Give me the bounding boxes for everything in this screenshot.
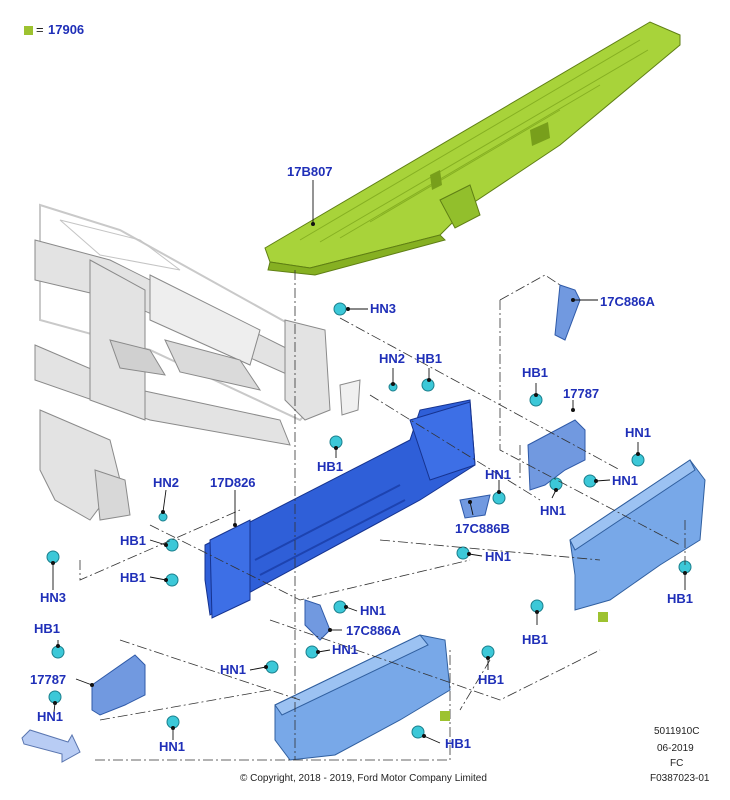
reinforcement-17D826	[204, 399, 476, 619]
step-pad-17B807	[264, 21, 681, 276]
label-hn1-center: HN1	[485, 467, 512, 482]
label-hb1-far-right: HB1	[522, 632, 549, 647]
label-17C886B: 17C886B	[455, 521, 510, 536]
footer-suffix: FC	[670, 758, 684, 769]
label-17B807: 17B807	[287, 164, 333, 179]
legend-equals: =	[36, 22, 44, 37]
label-hb1-bottom: HB1	[445, 736, 472, 751]
legend-part-number: 17906	[48, 22, 85, 37]
footer-code: 5011910C	[654, 726, 700, 737]
leader-dots	[51, 222, 687, 738]
label-17C886A-low: 17C886A	[346, 623, 401, 638]
label-hn1-right-c: HN1	[540, 503, 567, 518]
label-17787-left: 17787	[30, 672, 67, 687]
legend-swatch-icon	[24, 26, 33, 35]
label-17C886A-top: 17C886A	[600, 294, 655, 309]
bumper-left	[274, 634, 451, 761]
label-hn2-left: HN2	[153, 475, 180, 490]
front-arrow-icon	[21, 729, 81, 763]
marker-square-icon	[598, 612, 608, 622]
label-hn1-left-low: HN1	[220, 662, 247, 677]
label-hb1-bottom-left: HB1	[34, 621, 61, 636]
label-17787-right: 17787	[563, 386, 600, 401]
label-hn3-top: HN3	[370, 301, 397, 316]
label-hn2-mid: HN2	[379, 351, 406, 366]
label-hb1-right-low: HB1	[667, 591, 694, 606]
brackets	[91, 284, 586, 716]
marker-square-icon	[440, 711, 450, 721]
footer-copyright: © Copyright, 2018 - 2019, Ford Motor Com…	[240, 773, 487, 784]
label-hn1-bottom-left: HN1	[37, 709, 64, 724]
label-hn1-lower-b: HN1	[332, 642, 359, 657]
label-hn1-mid-b: HN1	[485, 549, 512, 564]
vehicle-frame	[34, 203, 361, 521]
label-hb1-mid: HB1	[416, 351, 443, 366]
footer-figure-id: F0387023-01	[650, 773, 710, 784]
label-hn1-right-b: HN1	[612, 473, 639, 488]
label-hn1-right-a: HN1	[625, 425, 652, 440]
label-hb1-left-b: HB1	[120, 570, 147, 585]
bumper-right	[569, 459, 706, 611]
footer-date: 06-2019	[657, 743, 694, 754]
label-hb1-right-top: HB1	[522, 365, 549, 380]
label-hn3-left: HN3	[40, 590, 67, 605]
label-hb1-bumper: HB1	[478, 672, 505, 687]
label-17D826: 17D826	[210, 475, 256, 490]
assembly-lines	[79, 270, 686, 761]
label-hn1-bottom: HN1	[159, 739, 186, 754]
label-hb1-left-mid: HB1	[317, 459, 344, 474]
label-hb1-left-a: HB1	[120, 533, 147, 548]
label-hn1-lower-a: HN1	[360, 603, 387, 618]
